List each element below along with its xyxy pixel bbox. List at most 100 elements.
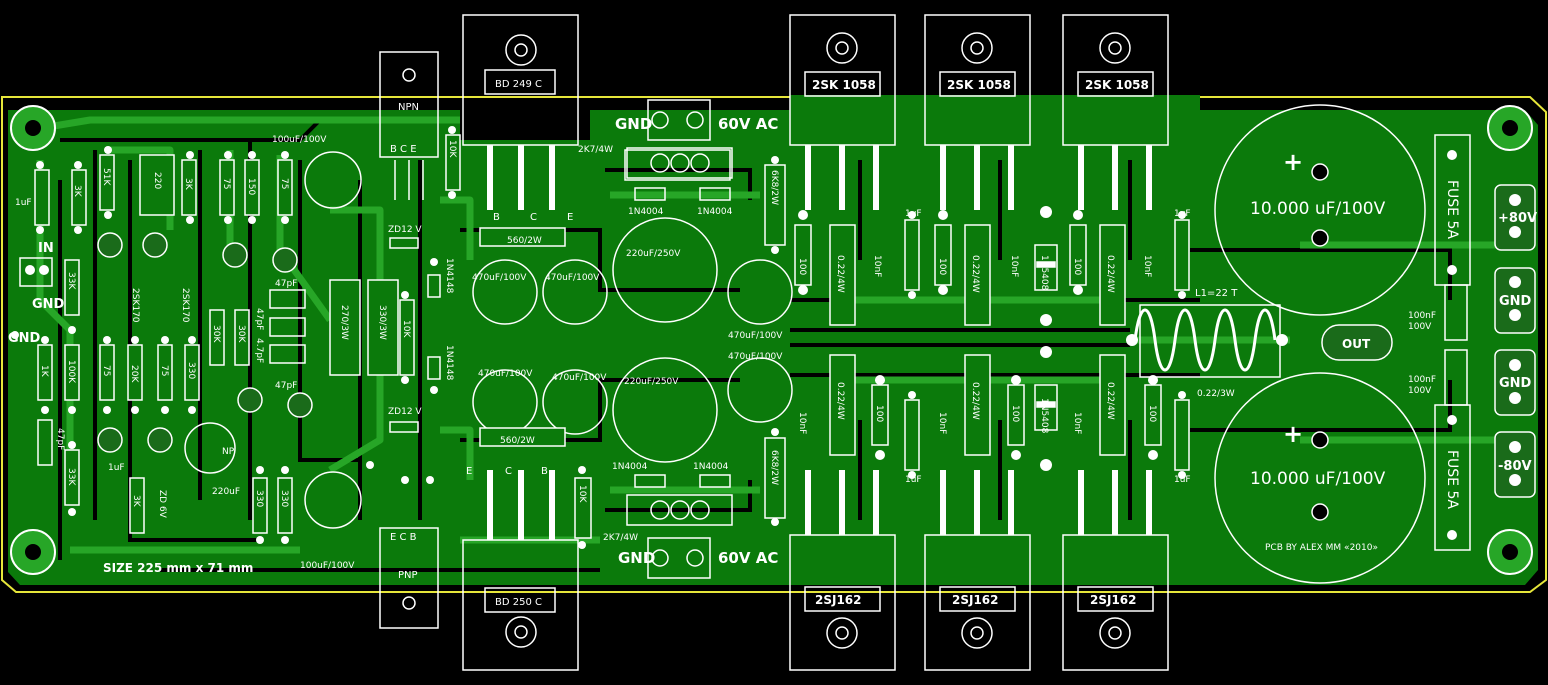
- r-75a-label: 75: [221, 178, 231, 189]
- film-caps: [37, 219, 1468, 471]
- c-1uf-4-label: 1uF: [1174, 475, 1191, 485]
- pnp-driver: [379, 527, 439, 629]
- r-150-label: 150: [246, 178, 256, 195]
- bd250-transistor: [462, 470, 579, 671]
- nmos-label-1: 2SK 1058: [812, 78, 876, 92]
- mounting-holes: [10, 105, 1533, 575]
- gnd-right2-label: GND: [1499, 376, 1532, 391]
- r-560-bot-label: 560/2W: [500, 436, 535, 446]
- r-330-3w-label: 330/3W: [377, 305, 387, 340]
- bd249-pin-e: E: [567, 212, 573, 223]
- mounting-hole: [10, 105, 56, 151]
- ac-top-label: 60V AC: [718, 115, 778, 133]
- pnp-label: PNP: [398, 570, 418, 581]
- r-100-4-label: 100: [874, 405, 884, 422]
- c-1uf-3-label: 1uF: [905, 475, 922, 485]
- nmos-row: [789, 14, 1169, 210]
- gnd-in-label: GND: [32, 297, 65, 312]
- r-20k-label: 20K: [129, 365, 139, 383]
- out-label: OUT: [1342, 337, 1371, 351]
- r-3k-label: 3K: [72, 185, 82, 198]
- main-cap-top-plus: +: [1283, 148, 1303, 176]
- r-022-4-label: 0.22/4W: [835, 382, 845, 420]
- c-47pf-d-label: 4.7pF: [254, 338, 264, 363]
- main-capacitor-top: [1214, 104, 1426, 316]
- electrolytic-caps: [184, 151, 793, 529]
- c100v-b-label: 100V: [1408, 386, 1432, 396]
- r-330b-label: 330: [254, 490, 264, 507]
- fuse-top-label: FUSE 5A: [1444, 180, 1460, 239]
- r-10k-top-label: 10K: [447, 140, 457, 158]
- d-1n4148-b-label: 1N4148: [444, 345, 454, 381]
- main-capacitor-bottom: [1214, 372, 1426, 584]
- c-1uf-in-label: 1uF: [15, 198, 32, 208]
- cap-470-b-label: 470uF/100V: [545, 273, 600, 283]
- inductor-label: L1=22 T: [1195, 288, 1238, 299]
- r-022-2-label: 0.22/4W: [970, 255, 980, 293]
- pmos-transistor: [789, 470, 896, 671]
- gnd-top-label: GND: [615, 115, 652, 133]
- nmos-label-3: 2SK 1058: [1085, 78, 1149, 92]
- small-transistors: [97, 232, 313, 453]
- npn-driver: [379, 51, 439, 200]
- credit-label: PCB BY ALEX MM «2010»: [1265, 543, 1378, 553]
- mounting-hole: [1487, 529, 1533, 575]
- c-47pf-c-label: 47pF: [275, 381, 297, 391]
- input-connector: [19, 257, 53, 287]
- r-3k-b-label: 3K: [131, 495, 141, 508]
- c-10nf-6-label: 10nF: [1072, 412, 1082, 434]
- r-100-3-label: 100: [1072, 258, 1082, 275]
- bd250-pin-e: E: [466, 466, 472, 477]
- gnd-bottom-label: GND: [618, 549, 655, 567]
- inductor-resistor-label: 0.22/3W: [1197, 389, 1235, 399]
- copper-pour: [8, 95, 1538, 585]
- cap-220-top-label: 220uF/250V: [626, 249, 681, 259]
- solder-pads: [11, 126, 1521, 549]
- npn-label: NPN: [398, 102, 419, 113]
- cap-470-e-label: 470uF/100V: [728, 331, 783, 341]
- zd-6v-label: ZD 6V: [157, 490, 167, 519]
- r-560-top-label: 560/2W: [507, 236, 542, 246]
- c-1uf-b-label: 1uF: [108, 463, 125, 473]
- resistors: [34, 134, 1162, 539]
- power-terminals: [1494, 184, 1536, 498]
- mounting-hole: [10, 529, 56, 575]
- pmos-transistor: [1062, 470, 1169, 671]
- npn-pins-label: B C E: [390, 144, 417, 155]
- cap-470-d-label: 470uF/100V: [552, 373, 607, 383]
- r-100-5-label: 100: [1010, 405, 1020, 422]
- pnp-pins-label: E C B: [390, 532, 417, 543]
- r-33k-b-label: 33K: [66, 468, 76, 486]
- bd249-label: BD 249 C: [495, 79, 542, 90]
- r-30k-b-label: 30K: [236, 325, 246, 343]
- r-33k-label: 33K: [66, 272, 76, 290]
- bd250-label: BD 250 C: [495, 597, 542, 608]
- ac-terminal-top: [626, 99, 733, 179]
- nmos-transistor: [789, 14, 896, 210]
- pmos-row: [789, 470, 1169, 671]
- pmos-label-3: 2SJ162: [1090, 593, 1137, 607]
- d-1n5408-a-label: 1N5408: [1039, 255, 1049, 291]
- r-100-1-label: 100: [797, 258, 807, 275]
- c-10nf-2-label: 10nF: [1009, 255, 1019, 277]
- in-label: IN: [38, 241, 54, 256]
- zd12-bot-label: ZD12 V: [388, 407, 422, 417]
- r-10k-label: 10K: [401, 320, 411, 338]
- zd12-top-label: ZD12 V: [388, 225, 422, 235]
- size-label: SIZE 225 mm x 71 mm: [103, 561, 253, 575]
- r-6k8-bot-label: 6K8/2W: [769, 450, 779, 485]
- silkscreen-labels: GND 60V AC GND 60V AC IN GND GND +80V GN…: [8, 78, 1537, 608]
- main-cap-bottom-label: 10.000 uF/100V: [1250, 469, 1386, 489]
- r-100k-label: 100K: [66, 360, 76, 384]
- r-022-6-label: 0.22/4W: [1105, 382, 1115, 420]
- r-1k-label: 1K: [39, 365, 49, 378]
- pmos-transistor: [924, 470, 1031, 671]
- gnd-left-label: GND: [8, 331, 41, 346]
- c-10nf-5-label: 10nF: [937, 412, 947, 434]
- cap-470-a-label: 470uF/100V: [472, 273, 527, 283]
- mounting-hole: [1487, 105, 1533, 151]
- c-10nf-4-label: 10nF: [797, 412, 807, 434]
- bd249-pin-b: B: [493, 212, 500, 223]
- q-2sk170a-label: 2SK170: [130, 288, 140, 323]
- bd249-transistor: [462, 14, 579, 210]
